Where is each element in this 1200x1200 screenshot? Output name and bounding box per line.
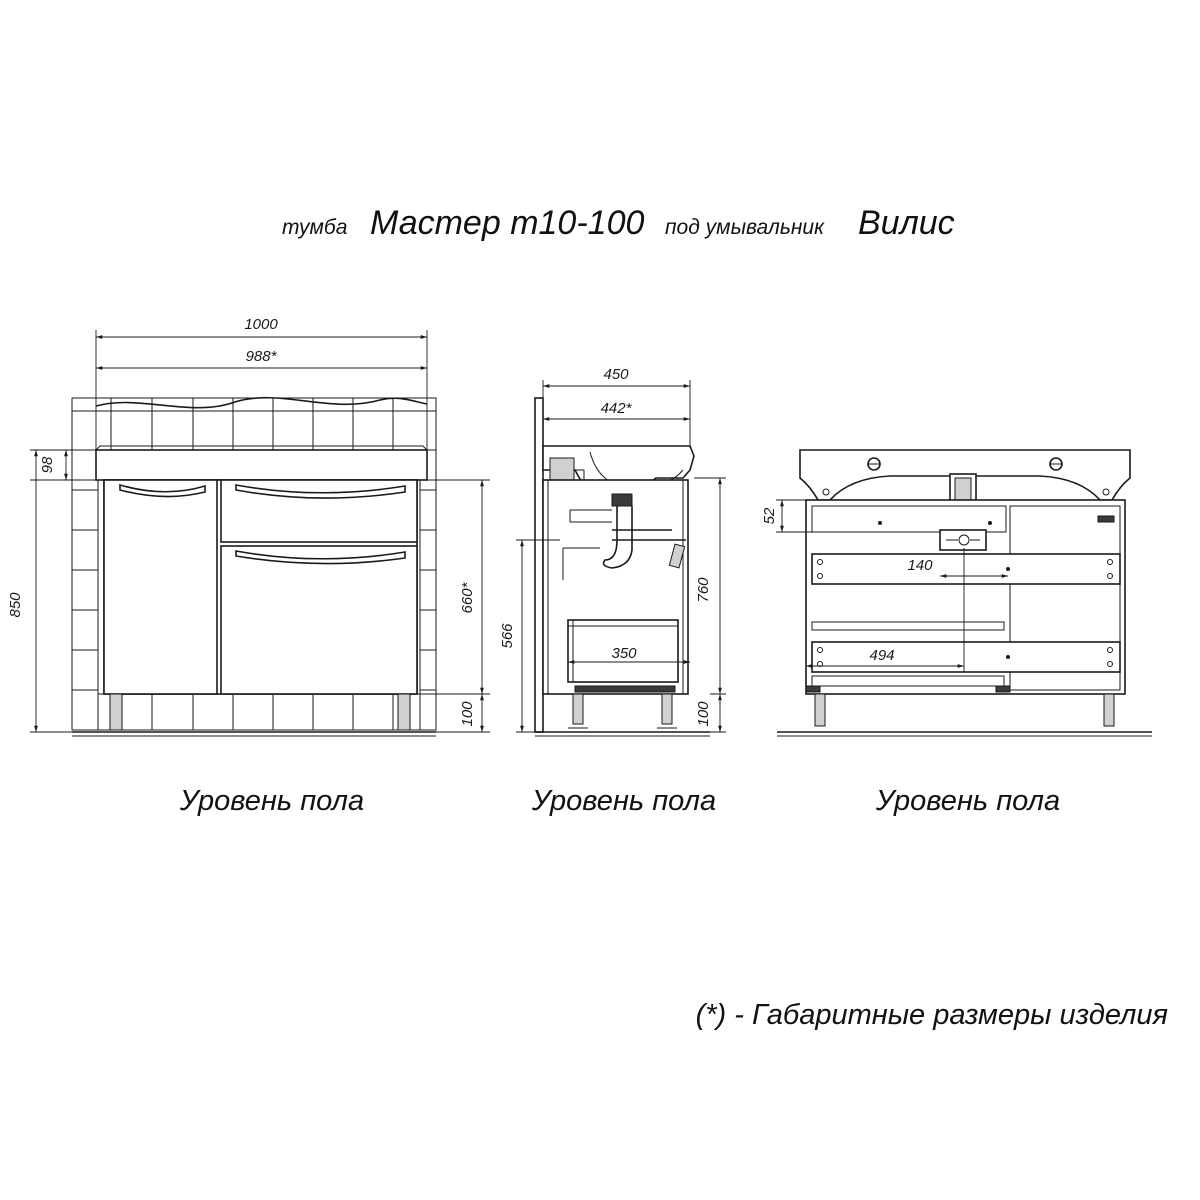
dim-pipe-from-left: 494 [869,647,894,664]
dim-width-overall: 988* [246,348,278,365]
front-dimensions: 1000 988* 850 98 660* 100 [7,316,490,733]
dim-pipe-offset: 140 [907,557,933,574]
title-sink: Вилис [858,204,955,242]
leg-right [397,693,411,731]
dim-drawer-depth: 350 [611,645,637,662]
side-floor-label: Уровень пола [531,785,716,817]
dim-width-total: 1000 [244,316,278,333]
back-view: 52 140 494 [761,449,1152,737]
dim-depth-overall: 442* [601,400,633,417]
dim-leg-height: 100 [459,701,476,727]
drain-outlet [611,493,633,507]
title-model: Мастер т10-100 [370,204,644,242]
back-dimensions: 52 140 494 [761,499,1008,672]
back-rail-upper [811,553,1121,585]
overflow-box [549,457,575,481]
wall [534,397,544,733]
dim-height-left: 566 [499,623,516,649]
side-leg-left [572,693,584,725]
front-floor-label: Уровень пола [179,785,364,817]
pipe-fitting [939,529,987,551]
side-dimensions: 450 442* 566 760 100 350 [499,366,726,733]
side-view: 450 442* 566 760 100 350 [499,366,726,737]
dim-height-total: 850 [7,592,24,618]
front-view: 1000 988* 850 98 660* 100 [7,316,490,737]
upper-drawer [220,479,418,543]
lower-drawer-handle [235,550,406,565]
title-prefix: тумба [282,216,347,239]
left-door-handle [119,483,206,498]
footnote: (*) - Габаритные размеры изделия [696,999,1168,1031]
back-leg-right [1103,693,1115,727]
side-leg-right [661,693,673,725]
title-middle: под умывальник [665,216,825,239]
sink-wave-edge [95,396,428,409]
dim-depth-total: 450 [603,366,629,383]
dim-body-height: 660* [459,581,476,613]
drawing-title: тумба Мастер т10-100 под умывальник Вили… [282,204,955,242]
side-drawer-box [567,619,679,683]
back-rail-lower [811,641,1121,673]
dim-top-thickness: 98 [39,456,56,473]
dim-side-leg-height: 100 [695,701,712,727]
back-floor-label: Уровень пола [875,785,1060,817]
dim-height-right: 760 [695,577,712,603]
upper-drawer-handle [235,484,406,499]
lower-drawer [220,545,418,695]
back-leg-left [814,693,826,727]
countertop [95,449,428,481]
left-door [103,479,218,695]
dim-back-top-offset: 52 [761,507,778,524]
leg-left [109,693,123,731]
